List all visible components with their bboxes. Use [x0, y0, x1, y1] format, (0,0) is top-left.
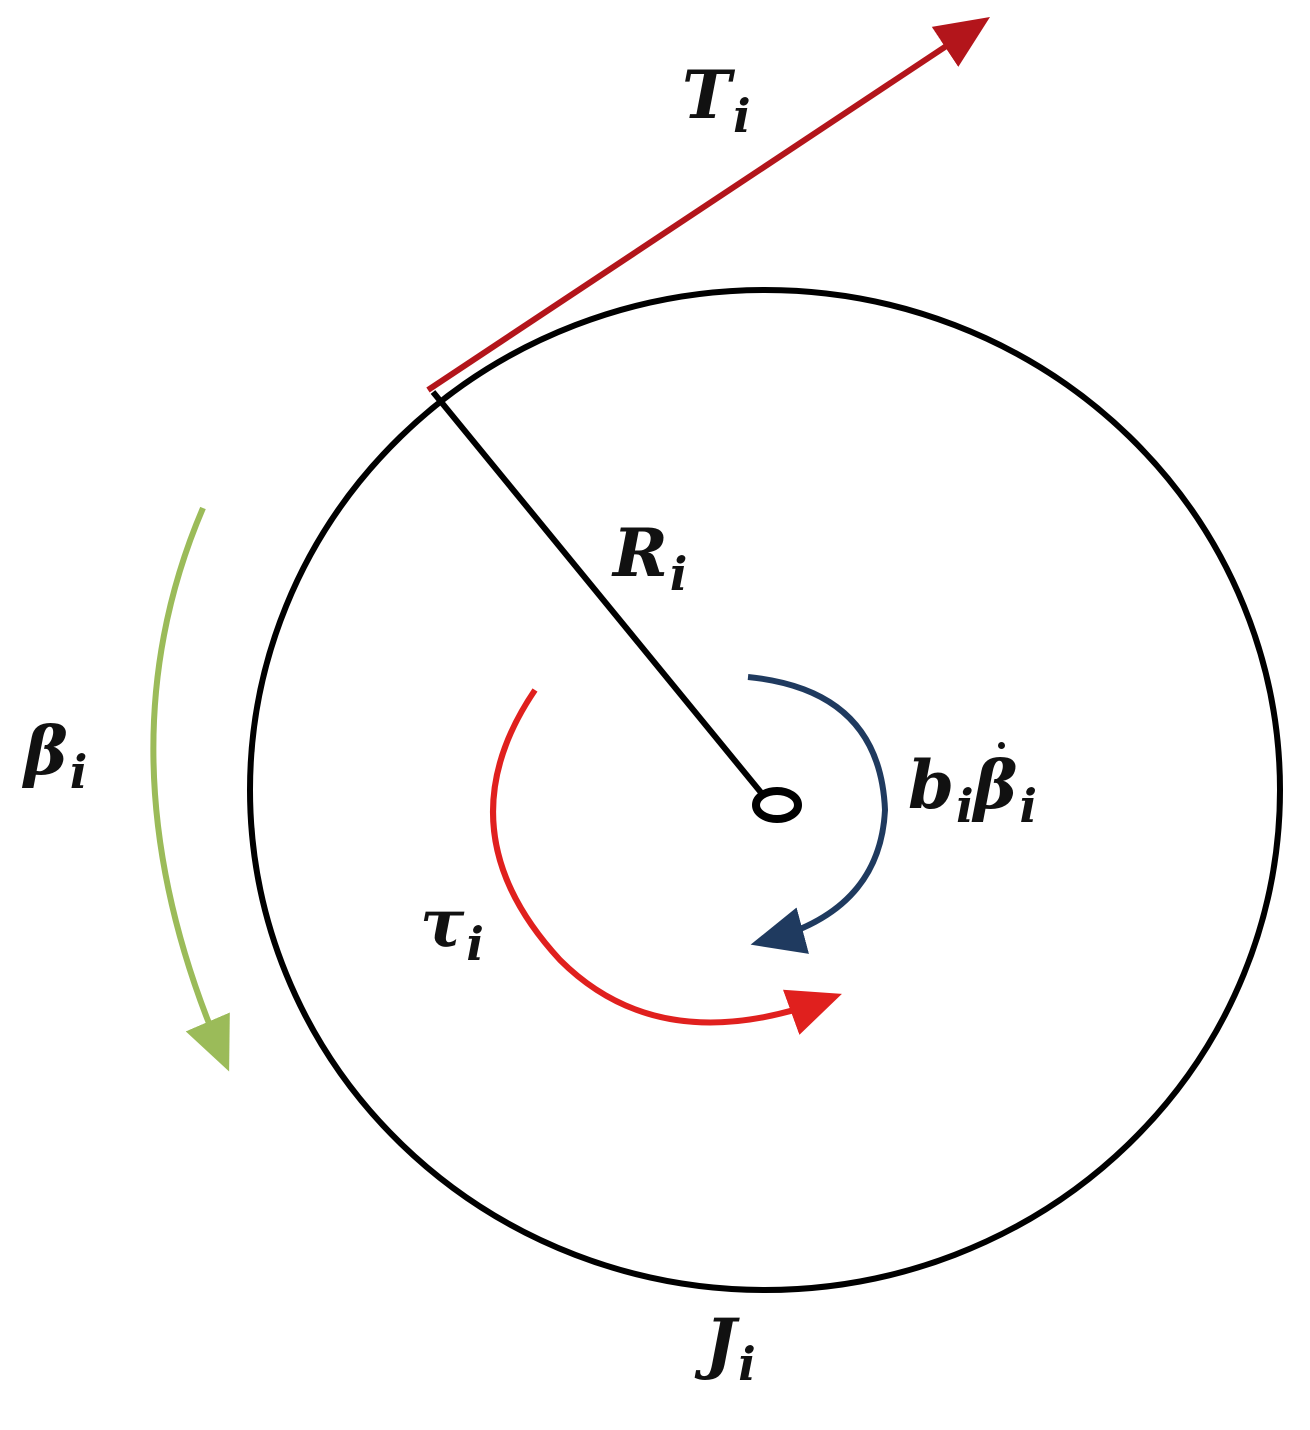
angle-symbol: β	[24, 712, 68, 790]
angle-label: βi	[24, 718, 87, 795]
tension-arrow	[426, 17, 990, 393]
torque-label: τi	[420, 890, 484, 967]
inertia-symbol: J	[705, 1304, 737, 1382]
inertia-label: Ji	[705, 1310, 756, 1387]
radius-label: Ri	[613, 520, 687, 597]
inertia-subscript: i	[738, 1337, 756, 1391]
tension-symbol: T	[682, 56, 732, 134]
damping-label: biβi	[908, 742, 1037, 829]
pivot-icon	[752, 787, 802, 823]
angle-subscript: i	[69, 745, 88, 799]
damping-arrow	[747, 674, 889, 954]
tension-subscript: i	[733, 89, 751, 143]
radius-line	[430, 390, 766, 797]
angle-arrow	[150, 506, 230, 1072]
tension-label: Ti	[682, 62, 751, 139]
pulley-circle	[247, 287, 1283, 1293]
torque-subscript: i	[466, 917, 484, 971]
torque-arrow	[490, 688, 842, 1035]
damping-rate-subscript: i	[1019, 779, 1037, 833]
torque-symbol: τ	[420, 884, 465, 962]
damping-coeff-symbol: b	[908, 746, 955, 824]
radius-subscript: i	[669, 547, 688, 601]
damping-coeff-subscript: i	[956, 779, 974, 833]
radius-symbol: R	[613, 514, 668, 592]
damping-rate-symbol: β	[973, 742, 1018, 824]
